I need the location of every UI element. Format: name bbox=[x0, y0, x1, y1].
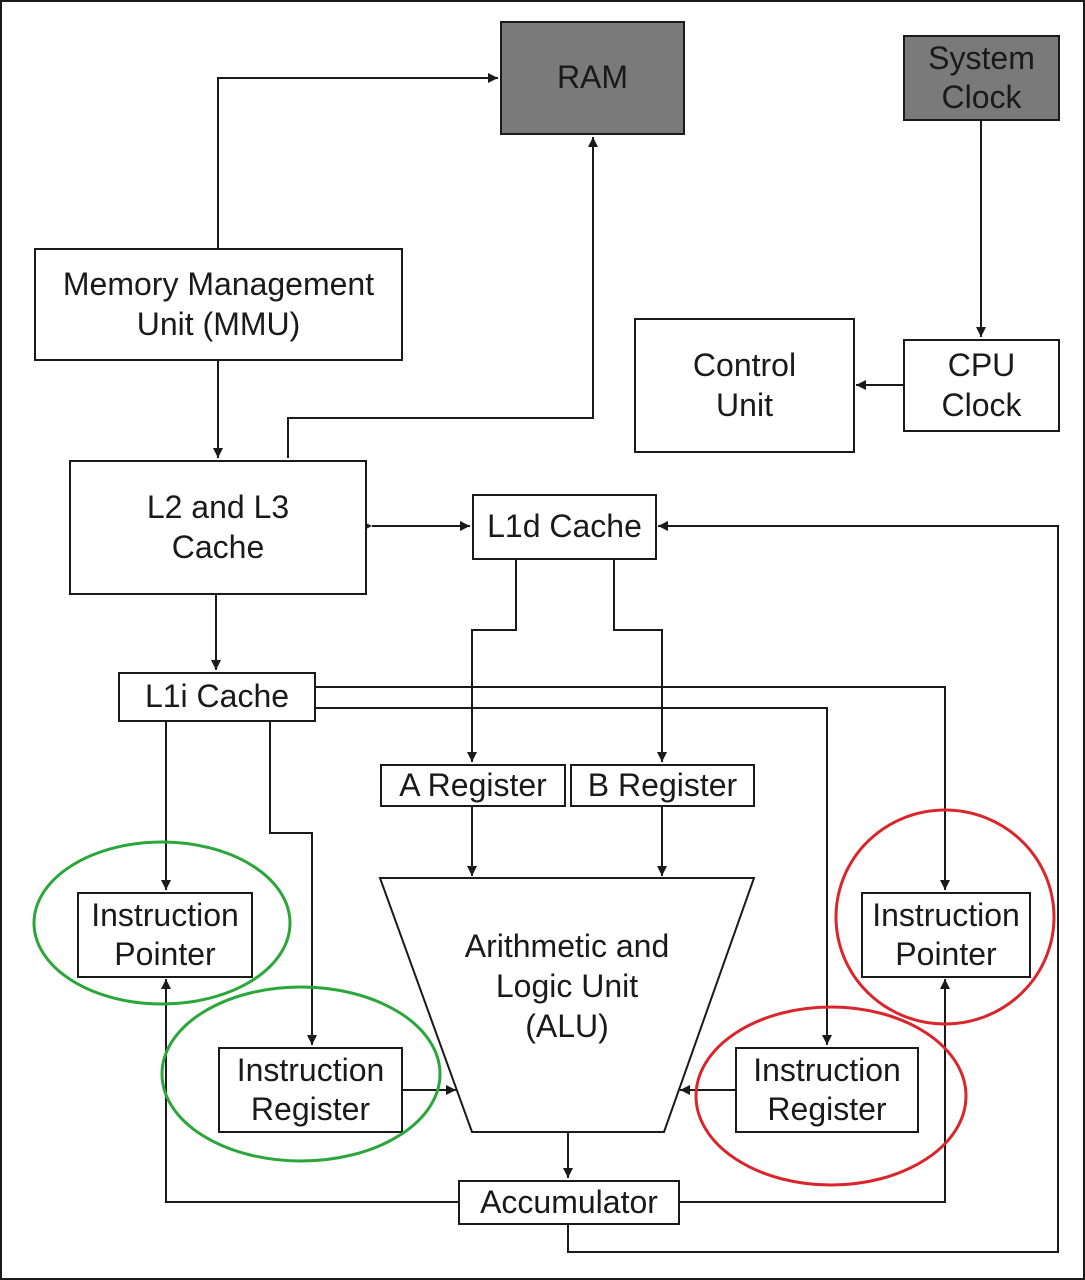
l1i-cache-block: L1i Cache bbox=[118, 672, 316, 722]
arrow-mmu-to-ram bbox=[217, 73, 498, 248]
arrow-l1i-to-ir-left bbox=[269, 722, 317, 1045]
ram-block: RAM bbox=[500, 21, 685, 135]
l1i-cache-label: L1i Cache bbox=[144, 678, 290, 715]
alu-label-line2: Logic Unit bbox=[495, 968, 639, 1004]
control-unit-label-line1: Control bbox=[692, 347, 797, 384]
instruction-register-right-label-line2: Register bbox=[767, 1091, 887, 1127]
instruction-register-left-block: Instruction Register bbox=[218, 1047, 403, 1133]
alu-label: Arithmetic and Logic Unit (ALU) bbox=[420, 926, 714, 1046]
control-unit-label-line2: Unit bbox=[716, 386, 773, 423]
a-register-label: A Register bbox=[399, 766, 547, 803]
mmu-label-line2: Unit (MMU) bbox=[136, 305, 301, 342]
arrow-l1d-to-b-register bbox=[613, 560, 667, 762]
instruction-register-left-label-line1: Instruction bbox=[236, 1051, 385, 1088]
arrow-accumulator-to-l1d bbox=[567, 521, 1059, 1253]
accumulator-label: Accumulator bbox=[480, 1183, 658, 1220]
arrow-l2l3-to-ram bbox=[287, 137, 598, 458]
l2-l3-cache-label-line2: Cache bbox=[171, 528, 265, 565]
instruction-pointer-left-block: Instruction Pointer bbox=[77, 892, 253, 978]
cpu-clock-label-line2: Clock bbox=[941, 386, 1022, 423]
accumulator-block: Accumulator bbox=[458, 1180, 680, 1225]
alu-label-line3: (ALU) bbox=[525, 1008, 609, 1044]
l2-l3-cache-block: L2 and L3 Cache bbox=[69, 460, 367, 595]
alu-label-line1: Arithmetic and bbox=[464, 928, 670, 964]
mmu-label-line1: Memory Management bbox=[62, 266, 375, 303]
cpu-clock-block: CPU Clock bbox=[903, 339, 1060, 432]
system-clock-label-line1: System bbox=[928, 39, 1035, 76]
l1d-cache-block: L1d Cache bbox=[472, 494, 657, 560]
instruction-pointer-right-label-line2: Pointer bbox=[895, 936, 997, 972]
b-register-block: B Register bbox=[570, 764, 755, 807]
b-register-label: B Register bbox=[587, 766, 738, 803]
instruction-register-right-label-line1: Instruction bbox=[753, 1051, 901, 1088]
ram-label: RAM bbox=[556, 59, 629, 96]
system-clock-label-line2: Clock bbox=[941, 79, 1022, 115]
a-register-block: A Register bbox=[380, 764, 566, 807]
instruction-register-right-block: Instruction Register bbox=[735, 1047, 919, 1133]
instruction-pointer-right-block: Instruction Pointer bbox=[861, 892, 1031, 978]
arrow-l1i-to-ir-right bbox=[316, 707, 832, 1045]
cpu-clock-label-line1: CPU bbox=[947, 347, 1016, 384]
system-clock-block: System Clock bbox=[903, 35, 1060, 121]
instruction-pointer-left-label-line2: Pointer bbox=[114, 936, 216, 972]
arrow-l1d-to-a-register bbox=[467, 560, 517, 762]
mmu-block: Memory Management Unit (MMU) bbox=[34, 248, 403, 361]
instruction-pointer-right-label-line1: Instruction bbox=[872, 896, 1020, 933]
instruction-register-left-label-line2: Register bbox=[250, 1091, 371, 1127]
l2-l3-cache-label-line1: L2 and L3 bbox=[146, 489, 290, 526]
instruction-pointer-left-label-line1: Instruction bbox=[91, 896, 239, 933]
l1d-cache-label: L1d Cache bbox=[487, 508, 642, 545]
control-unit-block: Control Unit bbox=[634, 318, 855, 453]
